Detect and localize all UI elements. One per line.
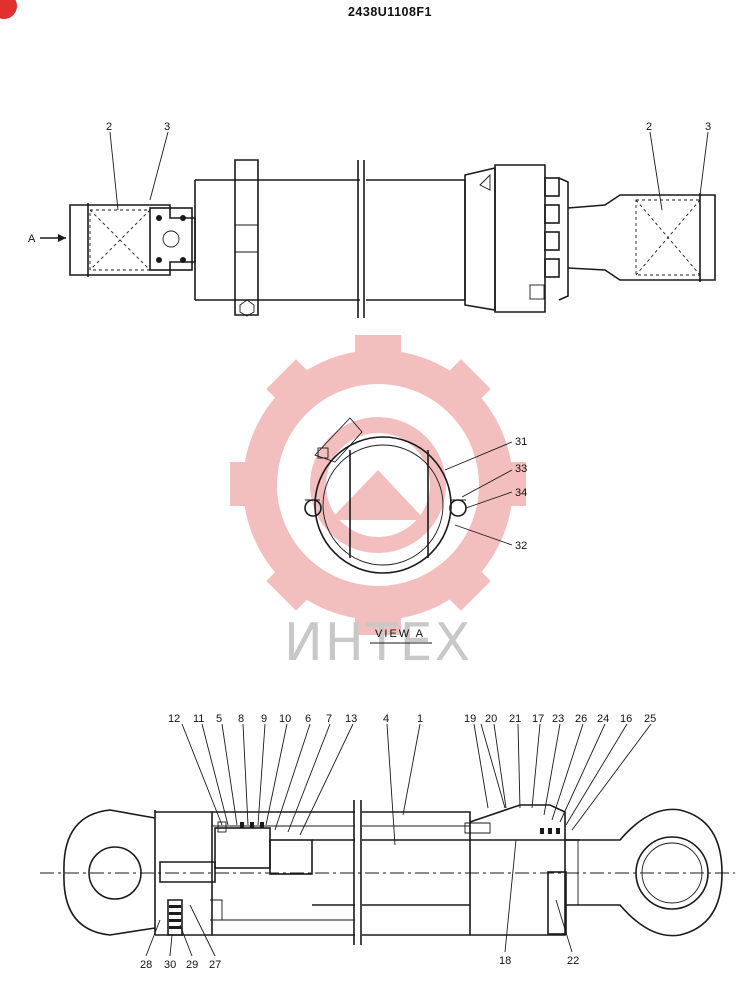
- corner-badge: [0, 0, 17, 19]
- callout-16: 16: [620, 713, 632, 725]
- callout-1: 1: [417, 713, 423, 725]
- watermark-gear-logo: [230, 335, 526, 635]
- callout-25: 25: [644, 713, 656, 725]
- arrow-label-a: A: [28, 233, 36, 245]
- callout-6: 6: [305, 713, 311, 725]
- callout-33: 33: [515, 463, 527, 475]
- callout-30: 30: [164, 959, 176, 971]
- top-external-view: A 2 3 2 3: [28, 121, 716, 318]
- callout-7: 7: [326, 713, 332, 725]
- callout-20: 20: [485, 713, 497, 725]
- callout-24: 24: [597, 713, 609, 725]
- callout-12: 12: [168, 713, 180, 725]
- callout-17: 17: [532, 713, 544, 725]
- callout-22: 22: [567, 955, 579, 967]
- callout-21: 21: [509, 713, 521, 725]
- callout-2-right: 2: [646, 121, 652, 133]
- callout-28: 28: [140, 959, 152, 971]
- callout-18: 18: [499, 955, 511, 967]
- callout-26: 26: [575, 713, 587, 725]
- callout-9: 9: [261, 713, 267, 725]
- callout-2-left: 2: [106, 121, 112, 133]
- callout-8: 8: [238, 713, 244, 725]
- view-a-detail: 31 33 34 32 VIEW A: [304, 417, 527, 644]
- callout-27: 27: [209, 959, 221, 971]
- callout-23: 23: [552, 713, 564, 725]
- section-view: 12 11 5 8 9 10 6 7 13 4 1 19 20 21 17 23…: [40, 713, 735, 971]
- callout-34: 34: [515, 487, 527, 499]
- view-a-label: VIEW A: [375, 628, 425, 640]
- callout-11: 11: [193, 713, 204, 725]
- callout-13: 13: [345, 713, 357, 725]
- callout-19: 19: [464, 713, 476, 725]
- callout-4: 4: [383, 713, 389, 725]
- callout-31: 31: [515, 436, 527, 448]
- callout-3-left: 3: [164, 121, 170, 133]
- drawing-number: 2438U1108F1: [348, 5, 432, 19]
- callout-3-right: 3: [705, 121, 711, 133]
- callout-29: 29: [186, 959, 198, 971]
- callout-10: 10: [279, 713, 291, 725]
- callout-32: 32: [515, 540, 527, 552]
- callout-5: 5: [216, 713, 222, 725]
